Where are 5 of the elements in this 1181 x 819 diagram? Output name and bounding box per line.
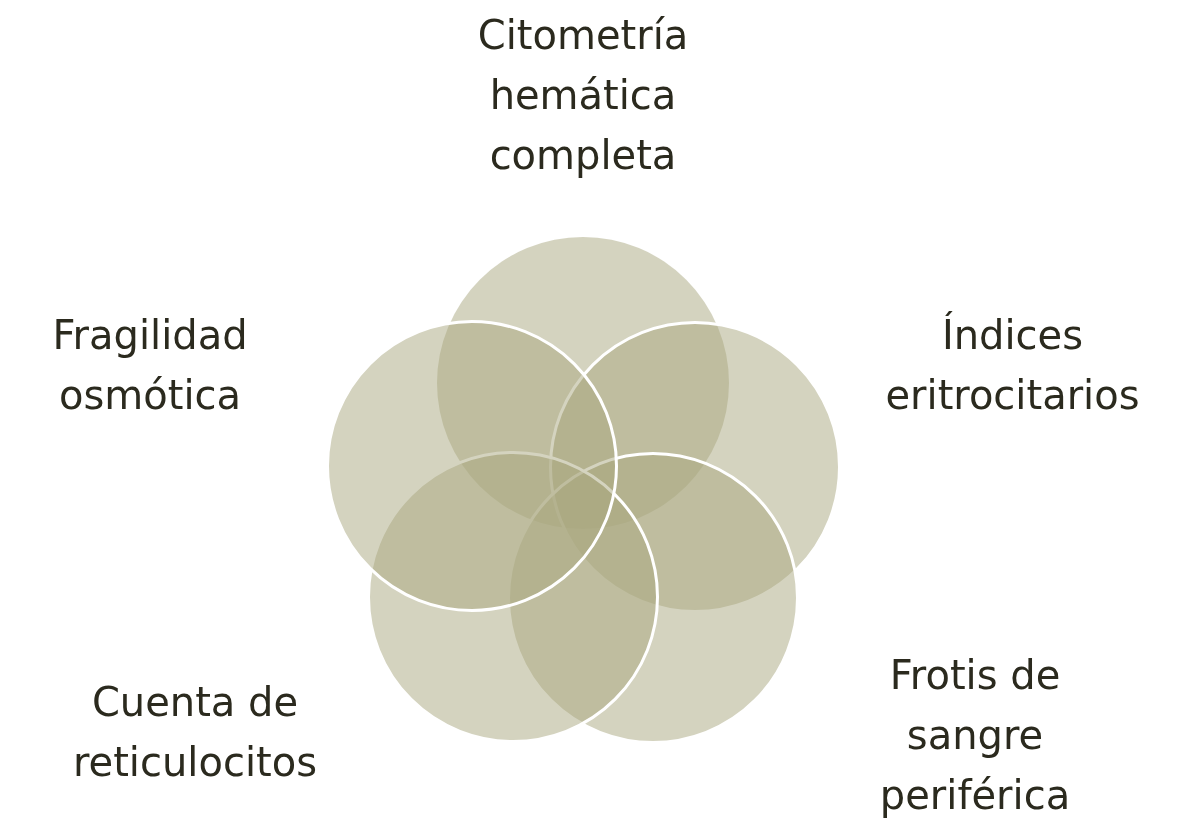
caption-text: Cuenta de reticulocitos bbox=[72, 678, 318, 787]
caption-text: Frotis de sangre periférica bbox=[878, 651, 1072, 819]
caption-text: Citometría hemática completa bbox=[476, 11, 690, 180]
caption-text: Índices eritrocitarios bbox=[884, 310, 1141, 420]
caption-text: Fragilidad osmótica bbox=[51, 311, 249, 420]
